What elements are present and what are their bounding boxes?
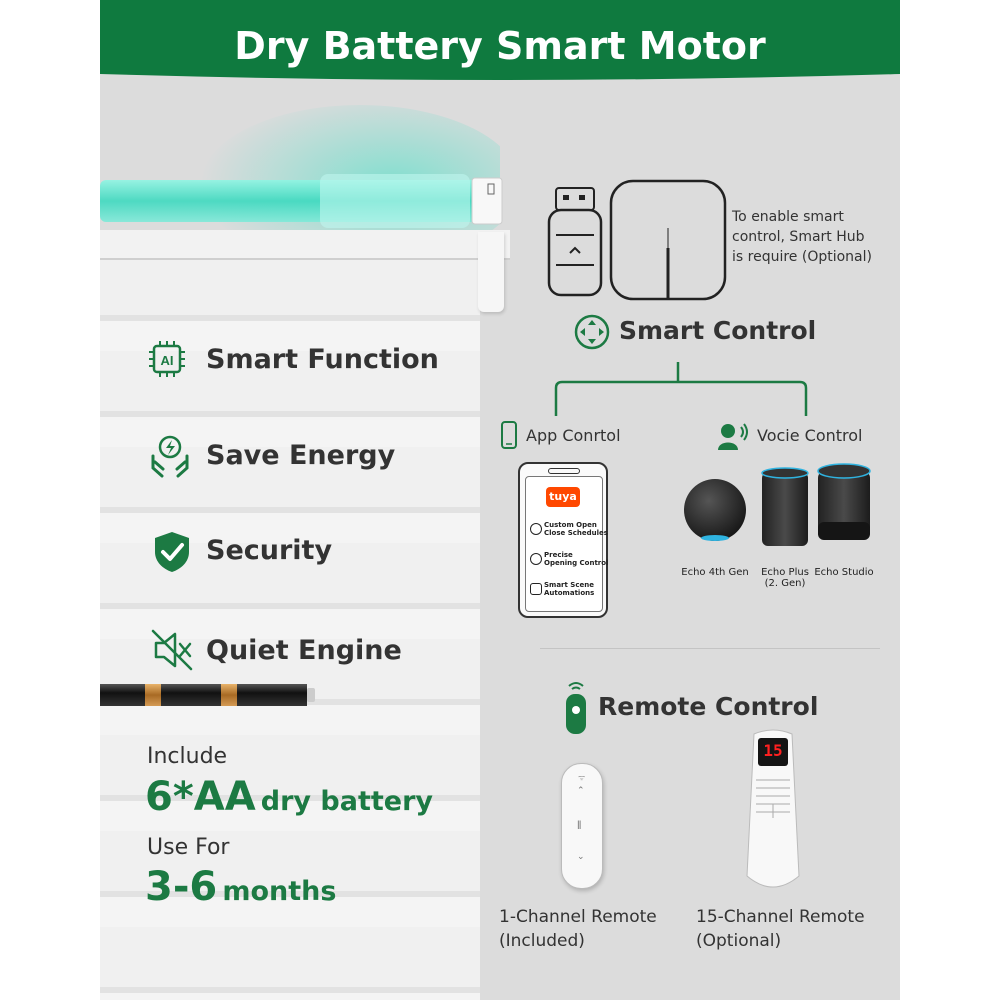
smart-control-title: Smart Control (619, 316, 817, 345)
phone-speaker-slot (548, 468, 580, 474)
section-divider (540, 648, 880, 649)
tuya-logo: tuya (546, 487, 580, 507)
battery-amount-value: 6*AA (145, 774, 256, 820)
header-band (100, 0, 900, 80)
connector-bracket (554, 362, 808, 416)
echo-plus-image (761, 467, 809, 546)
remote-caption-line-2: (Included) (499, 931, 585, 951)
hub-note: To enable smart control, Smart Hub is re… (732, 207, 872, 267)
remote-control-title: Remote Control (598, 692, 819, 721)
speaker-caption: Echo 4th Gen (681, 567, 749, 578)
echo-studio-image (817, 463, 871, 540)
energy-hands-icon (151, 435, 189, 478)
blind-fabric (100, 255, 480, 1000)
remote-caption-line-2: (Optional) (696, 931, 782, 951)
battery-duration-value: 3-6 (145, 864, 218, 910)
hub-note-line-3: is require (Optional) (732, 249, 872, 265)
one-channel-remote-image: ᯤ ⌃ ǁ ⌄ (561, 763, 603, 889)
smartphone-icon (501, 421, 517, 449)
battery-amount: 6*AA dry battery (145, 772, 433, 822)
speaker-caption: Echo Plus (761, 567, 809, 578)
phone-screen: tuya Custom Open Close Schedules Precise… (525, 476, 608, 612)
phone-item-line: Custom Open (544, 521, 597, 529)
smart-hub-icon (609, 179, 727, 301)
wifi-icon: ᯤ (578, 773, 586, 782)
end-bracket (478, 232, 504, 312)
battery-duration: 3-6 months (145, 862, 336, 912)
feature-label-security: Security (206, 535, 333, 566)
remote-caption-line-1: 15-Channel Remote (696, 907, 865, 927)
remote-channel-display: 15 (763, 741, 783, 760)
fifteen-channel-remote-image (746, 729, 800, 888)
battery-amount-suffix: dry battery (260, 786, 433, 817)
voice-user-icon (718, 423, 748, 450)
content-panel: Dry Battery Smart Motor (100, 0, 900, 1000)
include-label: Include (147, 744, 228, 769)
usb-dongle-icon (547, 187, 603, 297)
remote-icon (566, 682, 586, 734)
feature-label-smart-function: Smart Function (206, 344, 439, 375)
phone-mockup: tuya Custom Open Close Schedules Precise… (518, 462, 608, 618)
aa-batteries (100, 684, 315, 706)
blind-headrail (100, 230, 510, 260)
motor-tube (100, 174, 503, 228)
phone-item-line: Close Schedules (544, 529, 608, 537)
use-for-label: Use For (147, 835, 230, 860)
pause-icon: ǁ (577, 820, 582, 830)
phone-item-line: Smart Scene (544, 581, 594, 589)
voice-control-label: Vocie Control (757, 426, 863, 445)
up-arrow-icon: ⌃ (577, 786, 585, 796)
direction-pad-icon (574, 314, 610, 350)
phone-item-line: Automations (544, 589, 595, 597)
page-title: Dry Battery Smart Motor (234, 24, 766, 68)
phone-item-line: Precise (544, 551, 573, 559)
feature-label-save-energy: Save Energy (206, 440, 396, 471)
shield-check-icon (155, 532, 189, 572)
phone-item-line: Opening Control (544, 559, 609, 567)
hub-note-line-1: To enable smart (732, 209, 844, 225)
feature-label-quiet-engine: Quiet Engine (206, 635, 402, 666)
app-control-label: App Conrtol (526, 426, 621, 445)
svg-text:AI: AI (161, 353, 174, 368)
echo-4th-gen-image (684, 479, 746, 541)
remote-caption-line-1: 1-Channel Remote (499, 907, 657, 927)
ai-chip-icon: AI (149, 341, 185, 377)
speaker-caption-sub: (2. Gen) (764, 578, 806, 589)
mute-speaker-icon (151, 629, 193, 671)
hub-note-line-2: control, Smart Hub (732, 229, 865, 245)
clock-icon (530, 523, 542, 535)
down-arrow-icon: ⌄ (577, 852, 585, 862)
battery-duration-suffix: months (222, 876, 337, 907)
speaker-caption: Echo Studio (814, 567, 874, 578)
gauge-icon (530, 553, 542, 565)
link-icon (530, 583, 542, 595)
